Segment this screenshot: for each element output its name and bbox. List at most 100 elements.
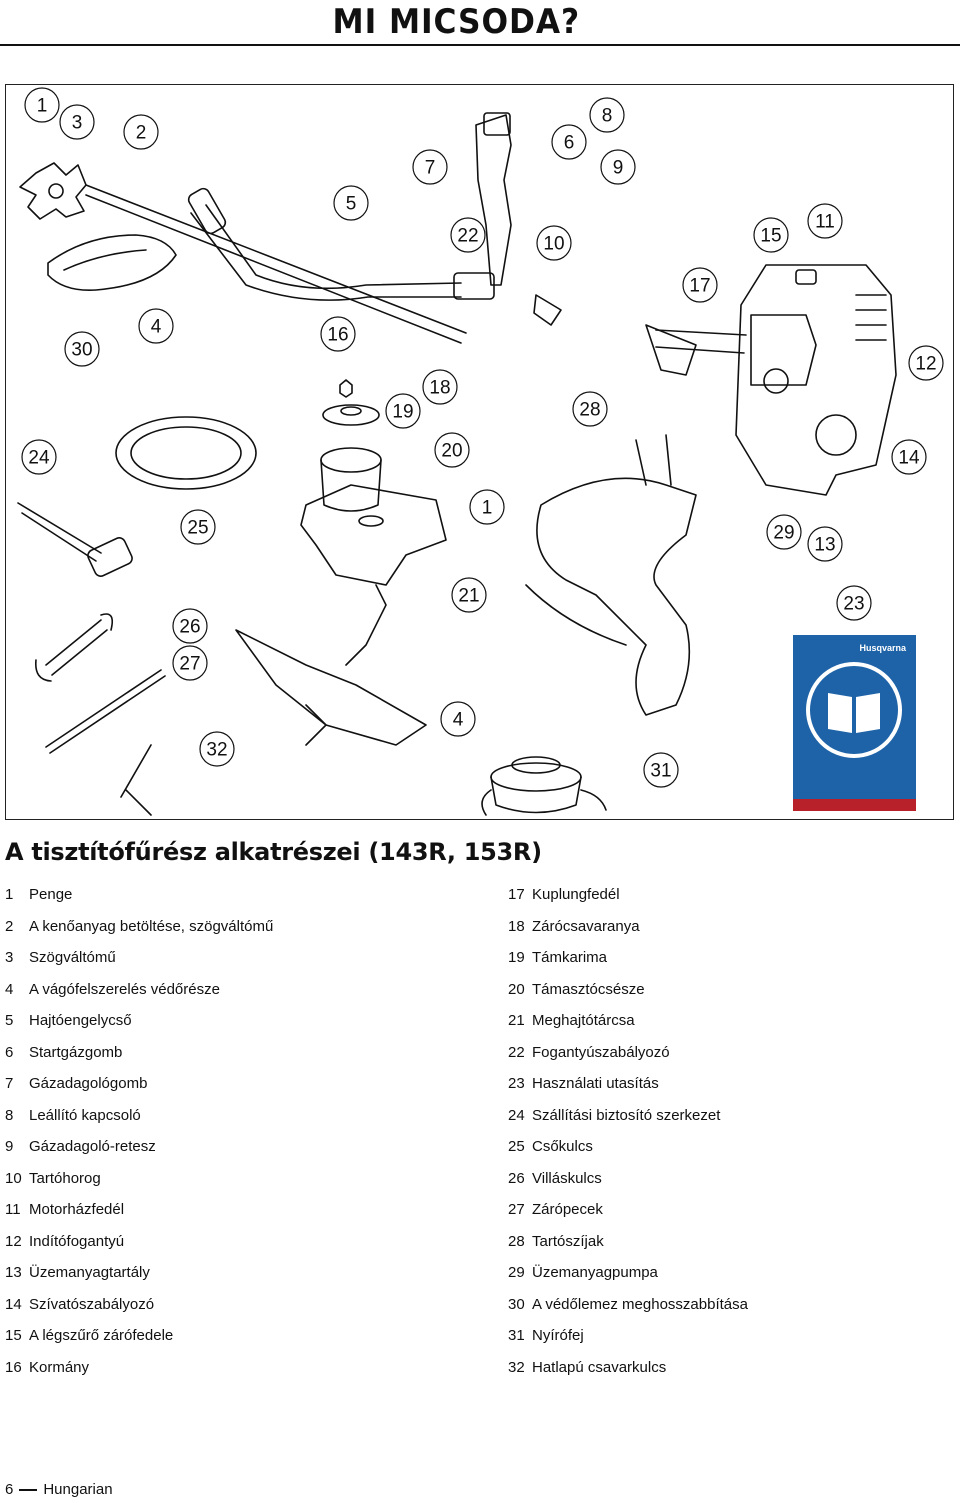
part-number: 7 [5,1075,14,1092]
manual-brand: Husqvarna [859,643,907,653]
part-label: Kormány [29,1358,90,1376]
lower-guard-shape [235,629,427,746]
callout-number: 31 [650,761,671,782]
callout-circle [59,104,95,140]
callout-circle [469,489,505,525]
harness-shape [536,477,697,716]
callout-number: 24 [28,448,50,469]
open-book-icon [828,693,880,733]
part-label: Kuplungfedél [532,886,620,903]
page-title: MI MICSODA? [332,2,580,42]
callout-number: 27 [179,654,200,675]
callout-circle [551,124,587,160]
callout-circle [572,391,608,427]
part-label: Zárócsavaranya [532,917,640,935]
callout-number: 8 [602,106,613,127]
part-item: 17 Kuplungfedél [508,885,748,917]
callout-number: 25 [187,518,208,539]
callout-number: 18 [429,378,450,399]
callout-number: 14 [898,448,920,469]
callout-number: 30 [71,340,92,361]
part-number: 24 [508,1106,525,1124]
engine-body [735,264,897,496]
part-number: 17 [508,886,525,903]
callout-number: 20 [441,441,462,462]
part-label: Indítófogantyú [29,1232,125,1250]
callout-circle [434,432,470,468]
part-number: 13 [5,1264,22,1281]
part-number: 4 [5,980,14,998]
part-number: 27 [508,1201,525,1218]
part-number: 15 [5,1327,22,1344]
part-label: Motorházfedél [29,1201,125,1218]
part-number: 30 [508,1295,525,1313]
part-label: Támkarima [532,949,608,966]
callout-number: 3 [72,113,83,134]
callout-circle [64,331,100,367]
callout-number: 32 [206,740,227,761]
callout-circle [172,608,208,644]
part-label: Leállító kapcsoló [29,1106,141,1124]
part-label: Nyírófej [532,1327,584,1344]
part-number: 31 [508,1327,525,1344]
part-number: 18 [508,917,525,935]
part-item: 6 Startgázgomb [5,1043,273,1075]
part-number: 8 [5,1106,14,1124]
part-label: Fogantyúszabályozó [532,1043,670,1061]
part-number: 10 [5,1169,22,1187]
part-label: A kenőanyag betöltése, szögváltómű [29,917,274,935]
footer-language: Hungarian [43,1481,113,1498]
callout-circle [199,731,235,767]
callout-number: 28 [579,400,600,421]
part-item: 19 Támkarima [508,948,748,980]
part-number: 19 [508,949,525,966]
callout-circle [753,217,789,253]
part-number: 12 [5,1232,22,1250]
part-number: 29 [508,1264,525,1281]
part-item: 30 A védőlemez meghosszabbítása [508,1295,748,1327]
part-label: Startgázgomb [29,1043,123,1061]
footer-dash [19,1489,38,1491]
part-label: A védőlemez meghosszabbítása [532,1295,748,1313]
part-number: 11 [5,1201,21,1218]
callout-circle [836,585,872,621]
part-item: 11 Motorházfedél [5,1200,273,1232]
callout-number: 13 [814,535,835,556]
guard-shape [47,234,177,292]
callout-number: 6 [564,133,575,154]
manual-book-icon [806,662,902,758]
callout-number: 4 [453,710,464,731]
part-item: 18 Zárócsavaranya [508,917,748,949]
callout-circle [333,185,369,221]
callout-circle [412,149,448,185]
callout-circle [536,225,572,261]
throttle-handle [475,114,512,286]
callout-number: 1 [482,498,493,519]
part-label: A légszűrő zárófedele [29,1327,174,1344]
blade-shape [19,162,87,220]
part-item: 12 Indítófogantyú [5,1232,273,1264]
part-label: Penge [29,886,73,903]
part-number: 2 [5,917,14,935]
callout-number: 10 [543,234,564,255]
part-label: Használati utasítás [532,1075,659,1092]
part-number: 6 [5,1043,14,1061]
callout-circle [807,526,843,562]
section-title: A tisztítófűrész alkatrészei (143R, 153R… [5,838,542,866]
callout-number: 22 [457,226,478,247]
